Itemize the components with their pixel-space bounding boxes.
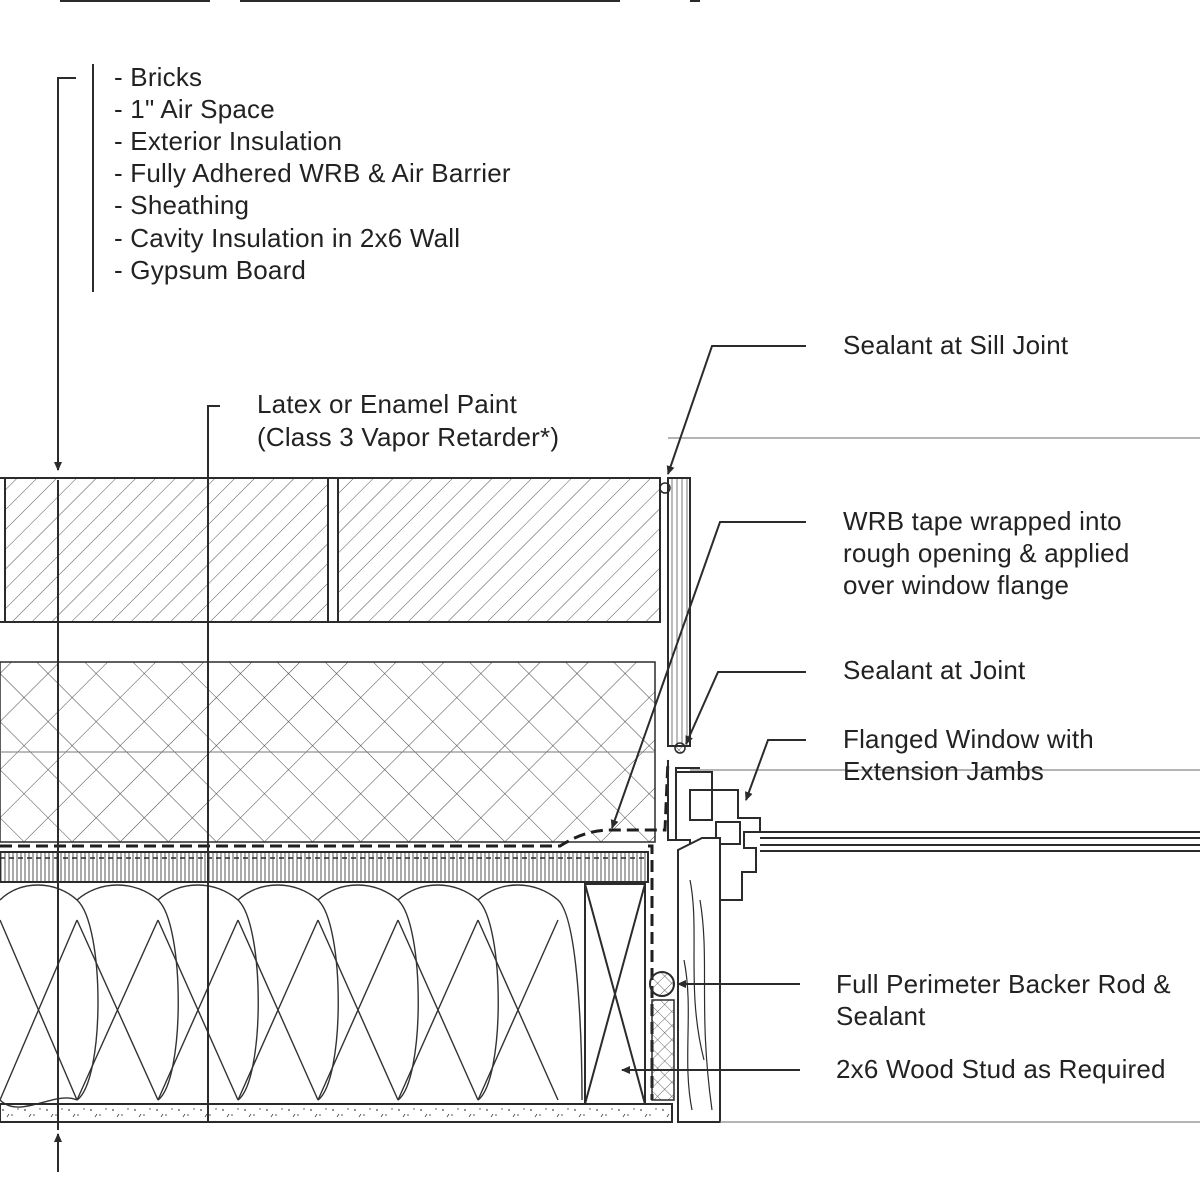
callout-labels: Sealant at Sill Joint WRB tape wrapped i… — [836, 330, 1171, 1084]
sealant-bead-joint — [674, 742, 686, 754]
layer-bricks: - Bricks — [114, 62, 202, 92]
layer-list: - Bricks - 1" Air Space - Exterior Insul… — [114, 62, 511, 285]
gypsum-board — [0, 1103, 673, 1123]
paint-note: Latex or Enamel Paint (Class 3 Vapor Ret… — [257, 389, 559, 452]
paint-note-line-1: Latex or Enamel Paint — [257, 389, 518, 419]
label-wrb-tape-line-3: over window flange — [843, 570, 1069, 600]
label-wrb-tape-line-2: rough opening & applied — [843, 538, 1130, 568]
exterior-insulation — [0, 661, 656, 843]
label-sealant-sill-joint: Sealant at Sill Joint — [843, 330, 1069, 360]
sheathing — [0, 851, 649, 883]
layer-wrb: - Fully Adhered WRB & Air Barrier — [114, 158, 511, 188]
paint-note-line-2: (Class 3 Vapor Retarder*) — [257, 422, 559, 452]
brick-sill-trim — [659, 477, 691, 747]
cavity-insulation — [0, 884, 583, 1108]
label-window-line-2: Extension Jambs — [843, 756, 1044, 786]
brick-veneer — [0, 477, 661, 623]
leader-lines — [54, 64, 806, 1172]
window-frame — [649, 760, 761, 1123]
sealant-bead-sill — [659, 482, 671, 494]
label-wood-stud: 2x6 Wood Stud as Required — [836, 1054, 1166, 1084]
label-wrb-tape-line-1: WRB tape wrapped into — [843, 506, 1122, 536]
label-backer-rod-line-2: Sealant — [836, 1001, 926, 1031]
layer-sheathing: - Sheathing — [114, 190, 249, 220]
window-glazing — [760, 831, 1200, 852]
label-backer-rod-line-1: Full Perimeter Backer Rod & — [836, 969, 1171, 999]
layer-gypsum-board: - Gypsum Board — [114, 255, 306, 285]
layer-air-space: - 1" Air Space — [114, 94, 275, 124]
label-sealant-joint: Sealant at Joint — [843, 655, 1026, 685]
layer-cavity-insulation: - Cavity Insulation in 2x6 Wall — [114, 223, 460, 253]
label-window-line-1: Flanged Window with — [843, 724, 1094, 754]
backer-rod — [649, 971, 675, 997]
layer-exterior-insulation: - Exterior Insulation — [114, 126, 342, 156]
reference-lines — [668, 437, 1200, 1123]
